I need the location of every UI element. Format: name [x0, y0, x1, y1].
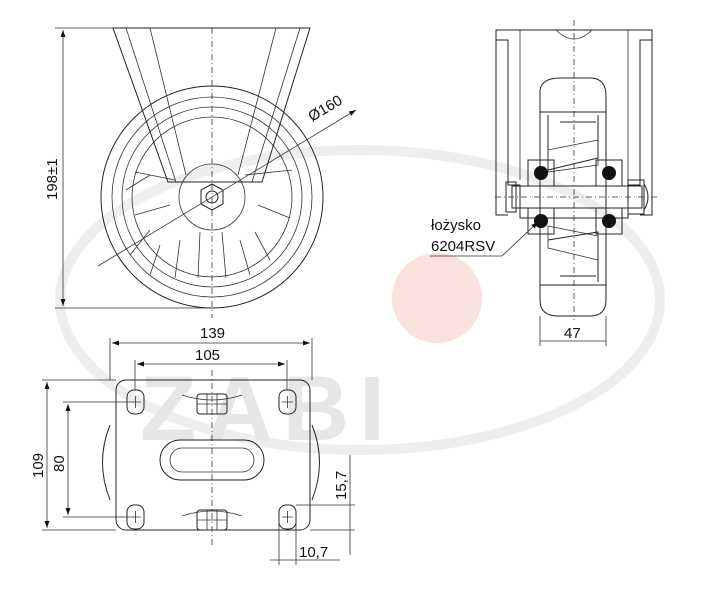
wheel-spokes: [125, 169, 293, 279]
bearing-note-line1: łożysko: [431, 217, 481, 234]
bolt-hole-br: [278, 504, 297, 530]
tread-top-section: [539, 77, 607, 113]
hole-offset-dim-label: 10,7: [299, 544, 328, 561]
bolt-spacing-x-dim-label: 105: [195, 347, 220, 364]
side-view: 198±1 Ø160: [44, 27, 357, 318]
front-view: 47 łożysko 6204RSV: [430, 20, 660, 346]
watermark-red-circle: [392, 253, 482, 343]
hub-section-bottom: [547, 225, 599, 261]
top-wheel-left: [102, 424, 111, 501]
wheel-rim-profile: [539, 112, 607, 285]
axle-nut-left: [505, 181, 517, 213]
bearing-top-right: [595, 159, 623, 187]
bearing-bottom-left: [527, 207, 555, 235]
watermark-logo-text: ZABI: [140, 358, 395, 460]
bearing-leader: [501, 221, 539, 257]
bolt-spacing-y-dim-label: 80: [51, 455, 68, 472]
hub-section-top: [547, 139, 599, 173]
plate-width-dim-label: 139: [200, 325, 225, 342]
fork-body: [112, 27, 311, 183]
top-wheel-right: [311, 424, 320, 501]
diameter-dim-line: [97, 109, 357, 267]
plate-length-dim-label: 109: [30, 453, 47, 478]
watermark-swoosh: [55, 145, 665, 455]
height-dim-label: 198±1: [44, 158, 61, 200]
bolt-hole-tr: [278, 389, 297, 415]
wheel-width-dim-label: 47: [564, 325, 581, 342]
top-view: 139 105 109 80 15,7 10,7: [30, 325, 355, 565]
watermark: ZABI: [55, 145, 665, 460]
bearing-note-line2: 6204RSV: [431, 238, 495, 255]
slot-offset-dim-label: 15,7: [333, 471, 350, 500]
tread-bottom-section: [539, 284, 607, 317]
fork-inner-lines: [125, 27, 301, 183]
